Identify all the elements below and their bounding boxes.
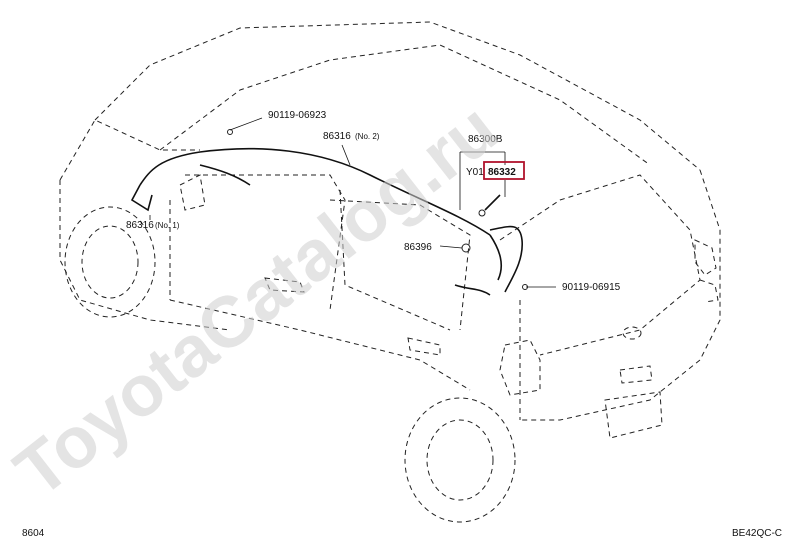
- callout-harness-no2-suffix: (No. 2): [355, 132, 380, 141]
- callout-grommet: 86396: [404, 242, 432, 253]
- callout-assembly: 86300B: [468, 134, 503, 145]
- highlight-box: [483, 161, 525, 180]
- figure-code: BE42QC-C: [732, 528, 782, 539]
- page-code: 8604: [22, 528, 45, 539]
- callout-harness-no2-part: 86316: [323, 131, 351, 142]
- leader-lines: [149, 117, 556, 288]
- front-wheel: [64, 206, 156, 318]
- watermark: ToyotaCatalog.ru: [1, 88, 513, 512]
- antenna-harness: [130, 129, 528, 296]
- callout-harness-no1-suffix: (No. 1): [155, 221, 180, 230]
- callout-harness-no1-part: 86316: [126, 220, 154, 231]
- callout-clip-rear: 90119-06915: [562, 282, 621, 293]
- callout-clip-front: 90119-06923: [268, 110, 327, 121]
- callout-antenna-highlighted: 86332: [488, 167, 516, 178]
- car-body: [59, 21, 721, 439]
- rear-wheel: [404, 397, 516, 523]
- callout-prefix-y01: Y01: [466, 167, 484, 178]
